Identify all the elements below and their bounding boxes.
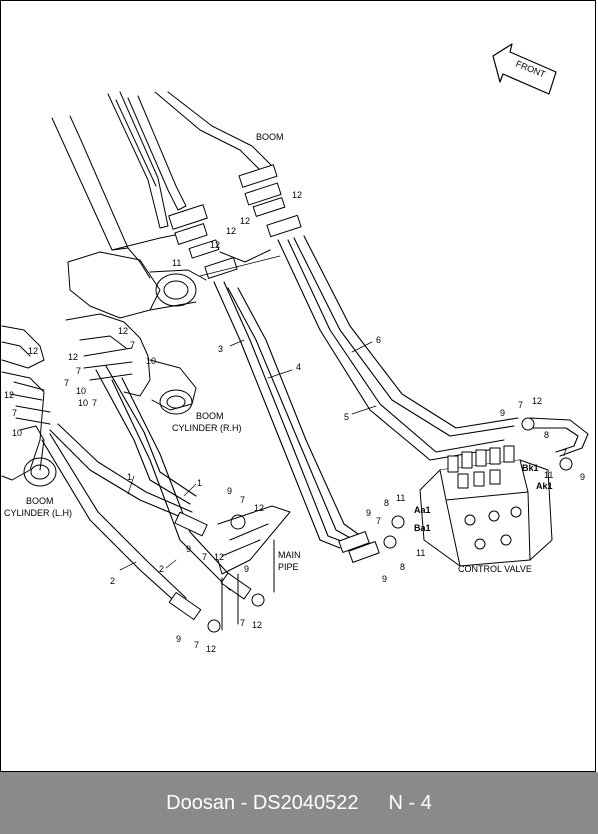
lower-fittings — [168, 417, 573, 633]
label-control-valve: CONTROL VALVE — [458, 564, 532, 574]
hose-ak1 — [529, 417, 589, 457]
label-boom: BOOM — [256, 132, 284, 142]
part-7: 7 — [64, 378, 69, 388]
part-11: 11 — [416, 548, 425, 558]
part-10: 10 — [12, 428, 22, 438]
part-12: 12 — [252, 620, 262, 630]
diagram-frame — [0, 0, 596, 772]
label-boom-cyl-rh-1: BOOM — [196, 411, 224, 421]
footer-brand-code: Doosan - DS2040522 — [166, 791, 359, 814]
part-7: 7 — [240, 618, 245, 628]
part-12: 12 — [28, 346, 38, 356]
boom-cylinder-rh — [65, 313, 197, 415]
label-boom-cyl-lh-1: BOOM — [26, 496, 54, 506]
label-boom-cyl-rh-2: CYLINDER (R.H) — [172, 423, 242, 433]
port-ak1: Ak1 — [536, 481, 553, 491]
part-12: 12 — [240, 216, 250, 226]
part-7: 7 — [130, 340, 135, 350]
part-12: 12 — [214, 552, 224, 562]
part-12: 12 — [292, 190, 302, 200]
hose-1 — [49, 365, 197, 521]
part-12: 12 — [532, 396, 542, 406]
part-1: 1 — [197, 478, 202, 488]
part-12: 12 — [4, 390, 14, 400]
hose-2 — [41, 377, 237, 607]
part-9: 9 — [580, 472, 585, 482]
part-8: 8 — [400, 562, 405, 572]
part-10: 10 — [76, 386, 86, 396]
part-10: 10 — [78, 398, 88, 408]
part-7: 7 — [202, 552, 207, 562]
part-12: 12 — [68, 352, 78, 362]
hose-3 — [213, 281, 345, 549]
part-9: 9 — [186, 544, 191, 554]
boom-structure — [51, 91, 275, 319]
label-main-pipe-1: MAIN — [278, 550, 301, 560]
part-11: 11 — [544, 470, 553, 480]
part-7: 7 — [76, 366, 81, 376]
part-9: 9 — [382, 574, 387, 584]
part-8: 8 — [384, 498, 389, 508]
part-7: 7 — [376, 516, 381, 526]
label-main-pipe-2: PIPE — [278, 562, 299, 572]
footer-bar: Doosan - DS2040522 N - 4 — [0, 772, 598, 834]
part-9: 9 — [244, 564, 249, 574]
part-12: 12 — [118, 326, 128, 336]
part-7: 7 — [12, 408, 17, 418]
footer-page-number: N - 4 — [388, 791, 432, 814]
part-9: 9 — [176, 634, 181, 644]
part-11: 11 — [172, 258, 181, 268]
boom-cylinder-lh — [1, 325, 57, 487]
part-5: 5 — [344, 412, 349, 422]
part-4: 4 — [296, 362, 301, 372]
label-boom-cyl-lh-2: CYLINDER (L.H) — [4, 508, 72, 518]
part-2: 2 — [110, 576, 115, 586]
part-12: 12 — [254, 503, 264, 513]
port-ba1: Ba1 — [414, 523, 431, 533]
main-pipe — [217, 505, 291, 631]
control-valve — [419, 445, 553, 567]
boom-top-fittings — [168, 164, 302, 279]
front-arrow-icon — [492, 43, 557, 95]
part-7: 7 — [562, 448, 567, 458]
leader-lines — [119, 255, 377, 571]
part-2: 2 — [159, 564, 164, 574]
hose-4 — [227, 287, 359, 541]
port-aa1: Aa1 — [414, 505, 431, 515]
part-7: 7 — [518, 400, 523, 410]
part-10: 10 — [146, 356, 156, 366]
part-7: 7 — [92, 398, 97, 408]
hydraulic-diagram: FRONT BOOM BOOM CYLINDER (R.H) BOOM CYLI… — [1, 43, 589, 654]
part-3: 3 — [218, 344, 223, 354]
hose-6 — [293, 235, 519, 437]
part-6: 6 — [376, 335, 381, 345]
part-9: 9 — [366, 508, 371, 518]
part-11: 11 — [396, 493, 405, 503]
part-12: 12 — [210, 240, 220, 250]
port-bk1: Bk1 — [522, 463, 539, 473]
part-9: 9 — [227, 486, 232, 496]
part-8: 8 — [544, 430, 549, 440]
part-7: 7 — [194, 640, 199, 650]
part-number-callouts: 1 1 2 2 3 4 5 6 11 12 12 12 12 12 7 12 1… — [4, 190, 585, 654]
part-1: 1 — [127, 472, 132, 482]
part-12: 12 — [226, 226, 236, 236]
part-7: 7 — [240, 495, 245, 505]
part-12: 12 — [206, 644, 216, 654]
part-9: 9 — [500, 408, 505, 418]
